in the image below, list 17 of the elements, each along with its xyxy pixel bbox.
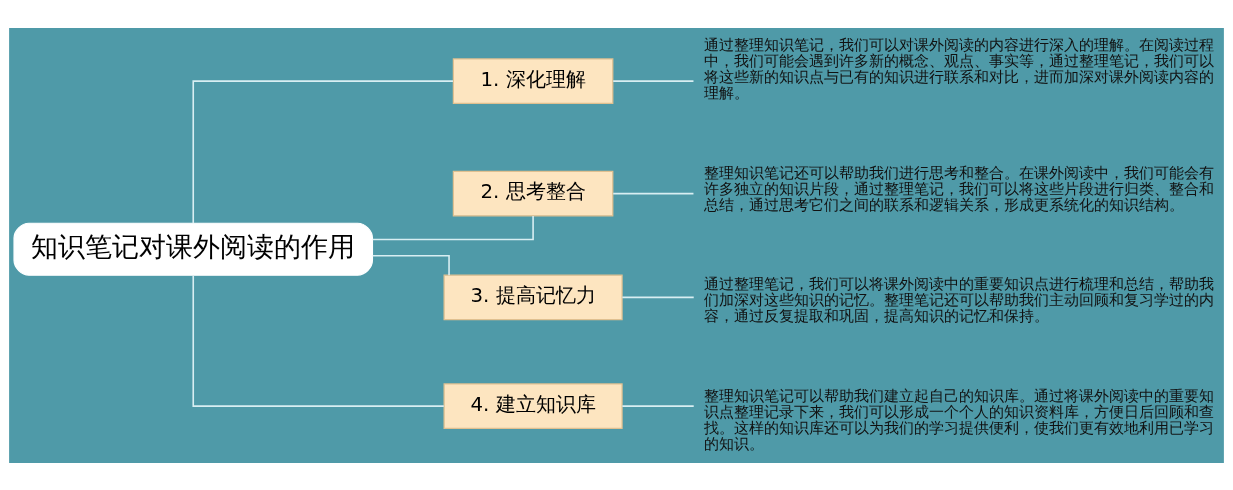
node-box: 4. 建立知识库 [443, 382, 623, 429]
connector [612, 79, 695, 82]
connector [612, 192, 695, 194]
node-text: 整理知识笔记可以帮助我们建立起自己的知识库。通过将课外阅读中的重要知识点整理记录下来，我们可以形成一个个人的知识资料库，方便日后回顾和查找。这样的知识库还可以为我们的学习提供便利，使我们更有效地利用已学习的知识。 [703, 386, 1214, 452]
node-text: 通过整理知识笔记，我们可以对课外阅读的内容进行深入的理解。在阅读过程中，我们可能会遇到许多新的概念、观点、事实等，通过整理笔记，我们可以将这些新的知识点与已有的知识进行联系和对比，进而加深对课外阅读内容的理解。 [703, 35, 1214, 101]
connector [621, 404, 695, 407]
connector [621, 296, 695, 298]
node-text: 整理知识笔记还可以帮助我们进行思考和整合。在课外阅读中，我们可能会有许多独立的知识片段，通过整理笔记，我们可以将这些片段进行归类、整合和总结，通过思考它们之间的联系和逻辑关系，形成更系统化的知识结构。 [703, 163, 1214, 213]
node-box: 2. 思考整合 [452, 170, 614, 216]
connector [192, 79, 454, 224]
node-box: 知识笔记对课外阅读的作用 [13, 222, 374, 276]
connector [192, 274, 445, 407]
connector [371, 214, 534, 240]
node-box: 1. 深化理解 [452, 57, 614, 104]
connector [371, 254, 450, 276]
node-text: 通过整理笔记，我们可以将课外阅读中的重要知识点进行梳理和总结，帮助我们加深对这些知识的记忆。整理笔记还可以帮助我们主动回顾和复习学过的内容，通过反复提取和巩固，提高知识的记忆和保持。 [703, 274, 1214, 324]
node-box: 3. 提高记忆力 [443, 274, 623, 320]
